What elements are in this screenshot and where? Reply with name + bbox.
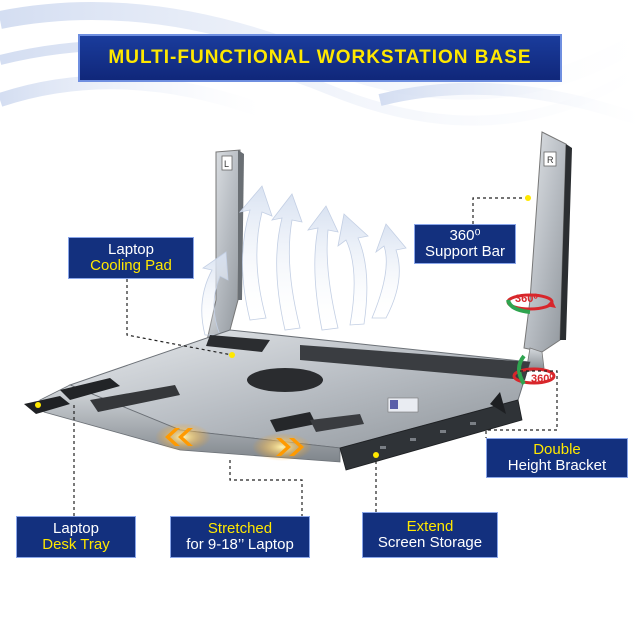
label-extend-screen-storage: Extend Screen Storage	[362, 512, 498, 558]
title-banner: MULTI-FUNCTIONAL WORKSTATION BASE	[78, 34, 562, 82]
label-support-bar-line1: 360⁰	[449, 227, 481, 245]
rotation-badge-upper: 360⁰	[515, 293, 538, 305]
label-stretched-line1: Stretched	[207, 520, 273, 538]
label-support-bar: 360⁰ Support Bar	[414, 224, 516, 264]
rotation-badge-lower: 360⁰	[531, 373, 554, 385]
rotation-indicator-lower	[512, 354, 556, 386]
callout-leaders	[35, 195, 558, 516]
label-extend-storage-line2: Screen Storage	[377, 534, 483, 551]
label-stretched: Stretched for 9-18’’ Laptop	[170, 516, 310, 558]
label-double-bracket-line2: Height Bracket	[507, 457, 607, 474]
label-double-bracket-line1: Double	[533, 441, 581, 459]
stretch-arrows	[155, 423, 312, 461]
label-double-height-bracket: Double Height Bracket	[486, 438, 628, 478]
airflow-arrows	[201, 185, 407, 336]
label-laptop-desk-tray: Laptop Desk Tray	[16, 516, 136, 558]
rotation-indicator-upper	[506, 293, 556, 314]
right-support-arm	[523, 131, 572, 373]
right-arm-marker: R	[547, 155, 554, 165]
label-desk-tray-line1: Laptop	[53, 520, 99, 538]
label-support-bar-line2: Support Bar	[424, 243, 506, 260]
page-title: MULTI-FUNCTIONAL WORKSTATION BASE	[108, 47, 532, 68]
label-laptop-cooling-pad: Laptop Cooling Pad	[68, 237, 194, 279]
label-extend-storage-line1: Extend	[406, 518, 454, 536]
label-stretched-line2: for 9-18’’ Laptop	[186, 536, 294, 553]
left-arm-marker: L	[224, 159, 229, 169]
label-cooling-pad-line2: Cooling Pad	[90, 257, 172, 274]
label-cooling-pad-line1: Laptop	[108, 241, 154, 259]
label-desk-tray-line2: Desk Tray	[42, 536, 110, 553]
